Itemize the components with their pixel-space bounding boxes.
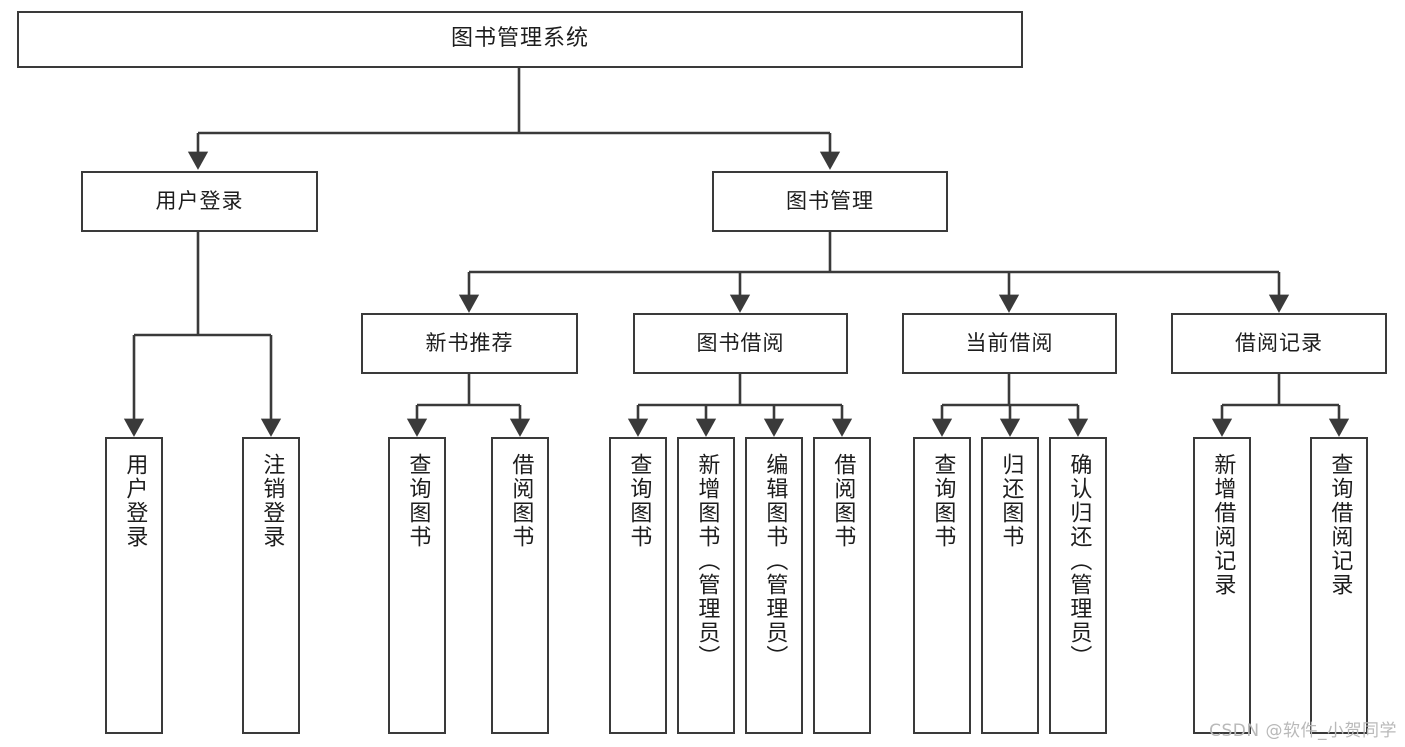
leaf-book-borrow-1[interactable]: 查询图书 [609, 437, 667, 734]
leaf-book-borrow-4[interactable]: 借阅图书 [813, 437, 871, 734]
node-label: 用户登录 [122, 453, 148, 549]
node-label: 借阅图书 [830, 453, 856, 549]
leaf-current-borrow-1[interactable]: 查询图书 [913, 437, 971, 734]
node-borrow-records[interactable]: 借阅记录 [1171, 313, 1387, 374]
node-label: 借阅图书 [508, 453, 534, 549]
node-root-system[interactable]: 图书管理系统 [17, 11, 1023, 68]
node-label: 查询图书 [405, 453, 431, 549]
node-current-borrow[interactable]: 当前借阅 [902, 313, 1117, 374]
node-label: 当前借阅 [965, 330, 1054, 355]
leaf-borrow-record-1[interactable]: 新增借阅记录 [1193, 437, 1251, 734]
node-label: 查询图书 [930, 453, 956, 549]
leaf-user-login-1[interactable]: 用户登录 [105, 437, 163, 734]
node-label: 用户登录 [155, 188, 244, 213]
leaf-new-book-1[interactable]: 查询图书 [388, 437, 446, 734]
leaf-current-borrow-3[interactable]: 确认归还（管理员） [1049, 437, 1107, 734]
node-user-login[interactable]: 用户登录 [81, 171, 318, 232]
node-label: 新增借阅记录 [1210, 453, 1236, 597]
node-label: 查询图书 [626, 453, 652, 549]
node-new-book-recommend[interactable]: 新书推荐 [361, 313, 578, 374]
node-label: 新增图书（管理员） [694, 453, 720, 669]
leaf-new-book-2[interactable]: 借阅图书 [491, 437, 549, 734]
node-label: 编辑图书（管理员） [762, 453, 788, 669]
leaf-borrow-record-2[interactable]: 查询借阅记录 [1310, 437, 1368, 734]
node-label: 查询借阅记录 [1327, 453, 1353, 597]
node-label: 图书管理 [786, 188, 874, 213]
node-book-management[interactable]: 图书管理 [712, 171, 948, 232]
node-book-borrow[interactable]: 图书借阅 [633, 313, 848, 374]
node-label: 图书管理系统 [450, 26, 589, 52]
leaf-book-borrow-3[interactable]: 编辑图书（管理员） [745, 437, 803, 734]
leaf-current-borrow-2[interactable]: 归还图书 [981, 437, 1039, 734]
node-label: 新书推荐 [425, 330, 514, 355]
leaf-user-login-2[interactable]: 注销登录 [242, 437, 300, 734]
node-label: 注销登录 [259, 453, 285, 549]
node-label: 图书借阅 [696, 330, 785, 355]
node-label: 确认归还（管理员） [1066, 453, 1092, 669]
leaf-book-borrow-2[interactable]: 新增图书（管理员） [677, 437, 735, 734]
node-label: 归还图书 [998, 453, 1024, 549]
node-label: 借阅记录 [1235, 330, 1323, 355]
